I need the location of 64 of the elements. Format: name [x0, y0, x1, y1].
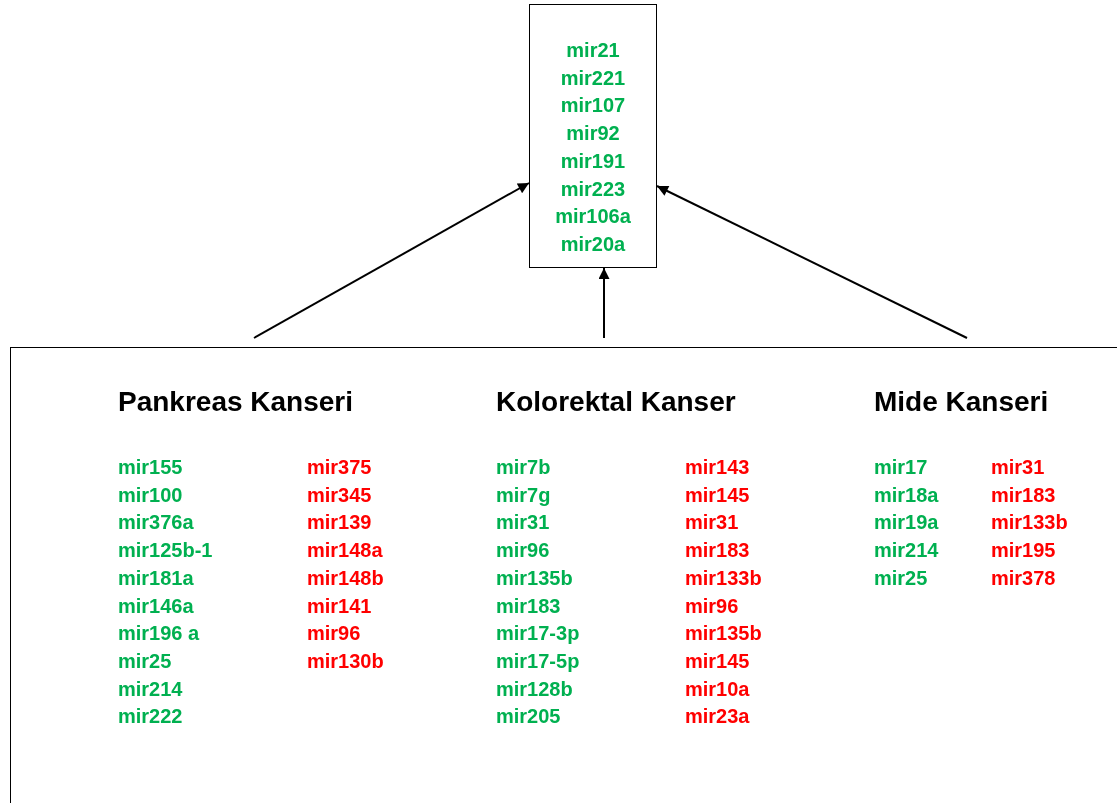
- cancer-panel: [10, 347, 1117, 803]
- mirna-name: mir155: [118, 455, 183, 480]
- arrow: [656, 185, 968, 339]
- mirna-name: mir106a: [555, 204, 631, 230]
- mirna-name: mir145: [685, 482, 750, 508]
- mirna-name: mir23a: [685, 704, 750, 730]
- mirna-name: mir148b: [307, 565, 384, 591]
- mirna-name: mir96: [685, 593, 739, 619]
- mirna-name: mir10a: [685, 676, 750, 702]
- mirna-name: mir143: [685, 455, 750, 480]
- mirna-name: mir130b: [307, 648, 384, 674]
- mirna-name: mir100: [118, 482, 183, 508]
- mirna-name: mir21: [566, 38, 620, 63]
- mirna-name: mir145: [685, 648, 750, 674]
- mirna-name: mir376a: [118, 510, 194, 536]
- mirna-name: mir214: [118, 676, 183, 702]
- cancer-heading: Kolorektal Kanser: [496, 386, 737, 418]
- mirna-name: mir17-5p: [496, 648, 580, 674]
- mirna-name: mir17-3p: [496, 621, 580, 647]
- mirna-name: mir181a: [118, 565, 194, 591]
- mirna-name: mir195: [991, 538, 1056, 564]
- mirna-name: mir345: [307, 482, 372, 508]
- mirna-name: mir205: [496, 704, 561, 730]
- mirna-name: mir96: [496, 538, 550, 564]
- mirna-name: mir222: [118, 704, 183, 730]
- mirna-name: mir141: [307, 593, 372, 619]
- mirna-name: mir25: [874, 565, 928, 591]
- mirna-name: mir191: [560, 148, 626, 174]
- mirna-name: mir92: [566, 121, 620, 147]
- mirna-name: mir19a: [874, 510, 939, 536]
- mirna-name: mir196 a: [118, 621, 200, 647]
- mirna-name: mir31: [496, 510, 550, 536]
- mirna-name: mir221: [560, 65, 626, 91]
- mirna-name: mir31: [991, 455, 1045, 480]
- mirna-name: mir135b: [496, 565, 573, 591]
- result-box: [529, 4, 657, 268]
- mirna-name: mir31: [685, 510, 739, 536]
- mirna-name: mir183: [991, 482, 1056, 508]
- mirna-name: mir139: [307, 510, 372, 536]
- cancer-heading: Pankreas Kanseri: [118, 386, 355, 418]
- mirna-name: mir17: [874, 455, 928, 480]
- mirna-name: mir18a: [874, 482, 939, 508]
- mirna-name: mir135b: [685, 621, 762, 647]
- mirna-name: mir96: [307, 621, 361, 647]
- mirna-name: mir133b: [685, 565, 762, 591]
- mirna-name: mir378: [991, 565, 1056, 591]
- mirna-name: mir20a: [560, 231, 626, 257]
- mirna-name: mir223: [560, 176, 626, 202]
- mirna-name: mir7b: [496, 455, 551, 480]
- mirna-name: mir183: [496, 593, 561, 619]
- arrow: [598, 267, 610, 339]
- mirna-name: mir148a: [307, 538, 383, 564]
- mirna-name: mir214: [874, 538, 939, 564]
- arrow: [253, 182, 530, 339]
- cancer-heading: Mide Kanseri: [874, 386, 1050, 418]
- mirna-name: mir375: [307, 455, 372, 480]
- mirna-name: mir107: [560, 93, 626, 119]
- mirna-name: mir183: [685, 538, 750, 564]
- mirna-name: mir146a: [118, 593, 194, 619]
- mirna-name: mir125b-1: [118, 538, 213, 564]
- mirna-name: mir7g: [496, 482, 551, 508]
- mirna-name: mir133b: [991, 510, 1068, 536]
- mirna-name: mir128b: [496, 676, 573, 702]
- mirna-name: mir25: [118, 648, 172, 674]
